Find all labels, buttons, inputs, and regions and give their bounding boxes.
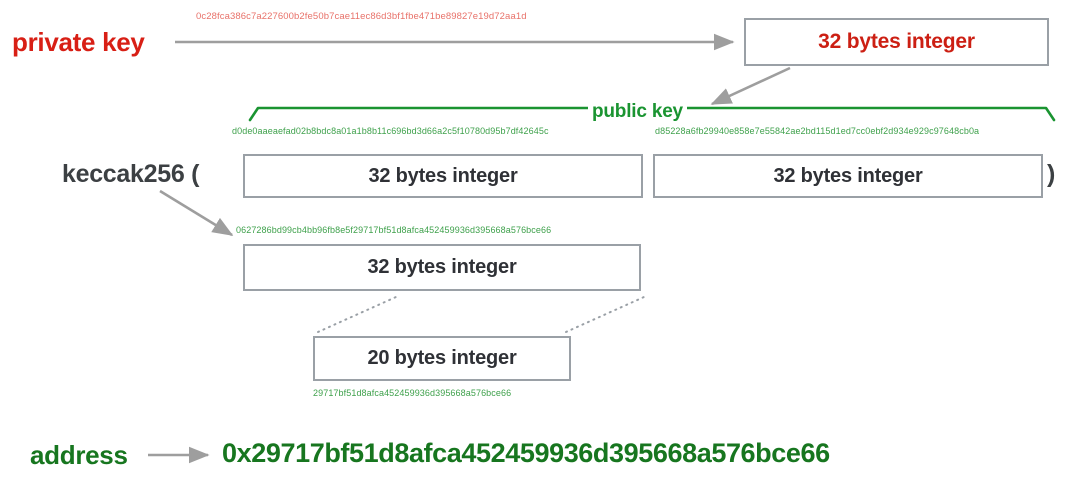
address-20-hex-value: 29717bf51d8afca452459936d395668a576bce66 [313, 388, 512, 398]
public-key-left-box: 32 bytes integer [243, 154, 643, 198]
keccak256-open-label: keccak256 ( [62, 160, 200, 188]
keccak-hash-box: 32 bytes integer [243, 244, 641, 291]
address-integer-box: 20 bytes integer [313, 336, 571, 381]
arrow-private-box-to-public-key [710, 66, 791, 106]
keccak-hash-hex-value: 0627286bd99cb4bb96fb8e5f29717bf51d8afca4… [236, 225, 552, 235]
dotted-line-left [317, 296, 397, 333]
public-key-hex-right: d85228a6fb29940e858e7e55842ae2bd115d1ed7… [655, 126, 980, 136]
dotted-line-right [565, 296, 645, 333]
private-key-label: private key [12, 27, 145, 57]
public-key-right-box: 32 bytes integer [653, 154, 1043, 198]
arrow-keccak-to-hash [159, 189, 234, 237]
private-key-hex-value: 0c28fca386c7a227600b2fe50b7cae11ec86d3bf… [196, 11, 527, 22]
public-key-label: public key [588, 101, 687, 123]
keccak256-close-label: ) [1047, 160, 1056, 188]
public-key-hex-left: d0de0aaeaefad02b8bdc8a01a1b8b11c696bd3d6… [232, 126, 549, 136]
address-value: 0x29717bf51d8afca452459936d395668a576bce… [222, 438, 830, 468]
address-label: address [30, 440, 128, 470]
private-key-integer-box: 32 bytes integer [744, 18, 1049, 66]
